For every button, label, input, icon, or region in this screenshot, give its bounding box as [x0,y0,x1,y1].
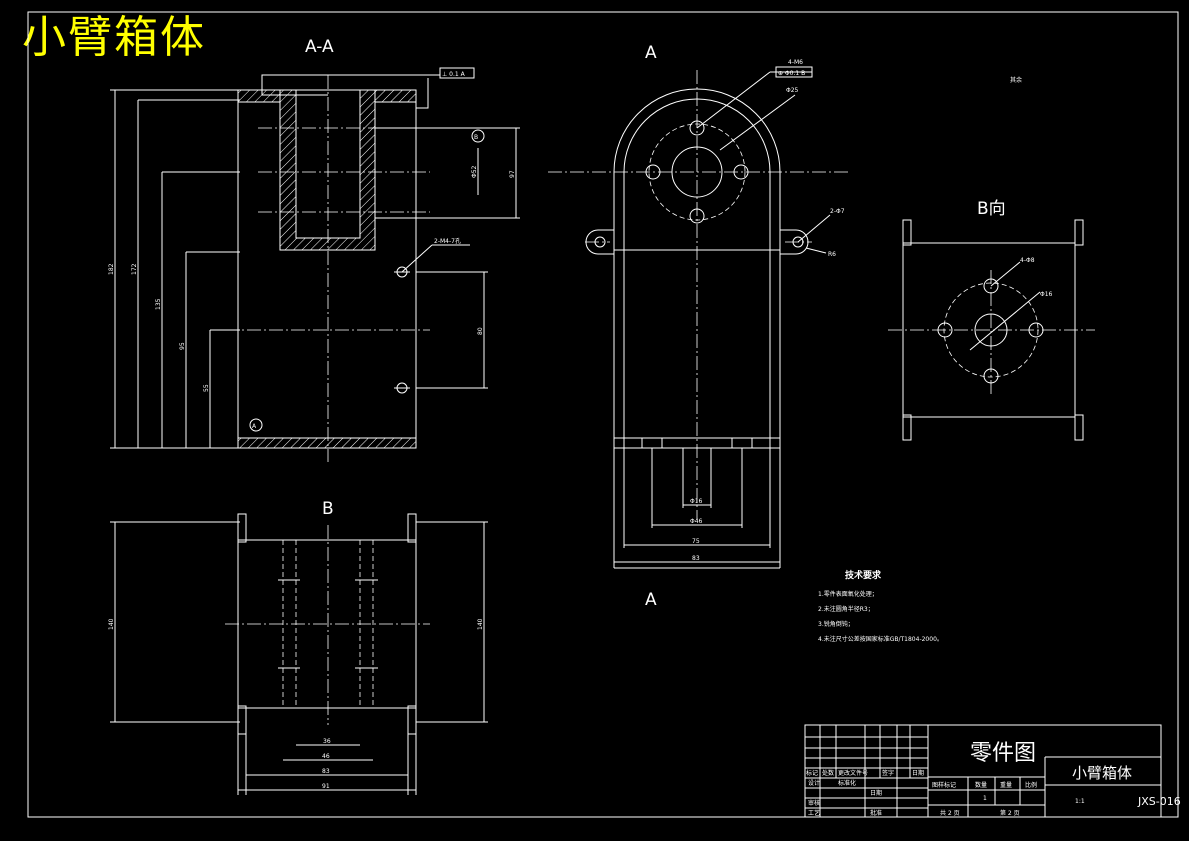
dim-4-m6: 4-M6 [788,59,803,66]
view-b-direction-label: B向 [977,199,1006,219]
dim-80: 80 [477,327,484,335]
tb-std: 标准化 [838,779,856,787]
tech-item-3: 3.锐角倒钝； [818,620,854,628]
dim-172: 172 [131,263,138,275]
tb-scale: 1:1 [1075,798,1085,805]
tb-col-scale: 比例 [1025,781,1037,789]
dim-91: 91 [322,783,330,790]
technical-requirements: 技术要求 1.零件表面氧化处理； 2.未注圆角半径R3； 3.锐角倒钝； 4.未… [818,569,943,643]
tb-col-qty: 数量 [975,781,987,789]
tb-label-change: 更改文件号 [838,769,868,777]
dim-phi25: Φ25 [786,87,799,94]
tb-label-date: 日期 [912,769,924,777]
dim-75-front: 75 [692,538,700,545]
dim-182: 182 [108,263,115,275]
tb-sheet-total: 共 2 页 [940,809,960,817]
tb-check: 审核 [808,799,820,807]
drawing-title-overlay: 小臂箱体 [22,12,206,63]
dim-95: 95 [179,342,186,350]
dim-bottom-height-left: 140 [108,618,115,630]
tb-drawing-no: JXS-016 [1137,795,1181,808]
dim-phi46-front: Φ46 [690,518,703,525]
view-b-direction: B向 4-Φ8 Φ16 [888,199,1095,441]
front-view-a-bottom-label: A [645,590,657,610]
datum-a-marker: A [252,423,257,430]
roughness-note: 其余 [1010,76,1022,84]
tb-approve: 批准 [870,809,882,817]
drawing-frame [27,11,1179,818]
tb-label-count: 处数 [822,769,834,777]
dim-36: 36 [323,738,331,745]
tb-label-mark: 标记 [806,769,818,777]
tb-col-weight: 重量 [1000,781,1012,789]
tb-col-stage: 图样标记 [932,781,956,789]
section-aa-view: A-A 182 172 135 [108,37,520,462]
tb-qty-value: 1 [983,795,987,802]
dim-55: 55 [203,384,210,392]
tech-item-4: 4.未注尺寸公差按国家标准GB/T1804-2000。 [818,635,943,643]
view-b-bottom: B 140 140 36 46 83 91 [108,499,488,795]
tb-date: 日期 [870,789,882,797]
tech-item-1: 1.零件表面氧化处理； [818,590,878,598]
dim-2-m4-holes: 2-M4-7孔 [434,237,461,245]
dim-83-front: 83 [692,555,700,562]
dim-phi16-b: Φ16 [1040,291,1053,298]
tech-heading: 技术要求 [845,569,882,581]
tb-design: 设计 [808,779,820,787]
tb-label-sign: 签字 [882,769,894,777]
tolerance-box-perpendicular: ⊥ 0.1 A [442,71,466,78]
tb-sheet-no: 第 2 页 [1000,809,1020,817]
tolerance-box-position: ⊕ Φ0.1 B [778,70,805,77]
dim-2-phi7: 2-Φ7 [830,208,845,215]
dim-phi16-front: Φ16 [690,498,703,505]
title-block: 标记 处数 更改文件号 签字 日期 设计 标准化 审核 工艺 批准 日期 零件图… [804,724,1181,818]
dim-46: 46 [322,753,330,760]
tb-process: 工艺 [808,809,820,817]
view-b-bottom-label: B [322,499,334,519]
dim-135: 135 [155,298,162,310]
section-aa-label: A-A [305,37,334,57]
front-view-a: A A Φ16 [548,43,1022,610]
dim-4-phi8: 4-Φ8 [1020,257,1035,264]
tech-item-2: 2.未注圆角半径R3； [818,605,874,613]
dim-r6: R6 [828,251,836,258]
front-view-a-top-label: A [645,43,657,63]
dim-97: 97 [509,170,516,178]
datum-b-marker: B [474,134,478,141]
dim-bottom-height-right: 140 [477,618,484,630]
tb-part-name: 小臂箱体 [1072,764,1132,782]
tb-drawing-type: 零件图 [970,741,1036,766]
dim-phi52: Φ52 [471,165,478,178]
dim-83: 83 [322,768,330,775]
